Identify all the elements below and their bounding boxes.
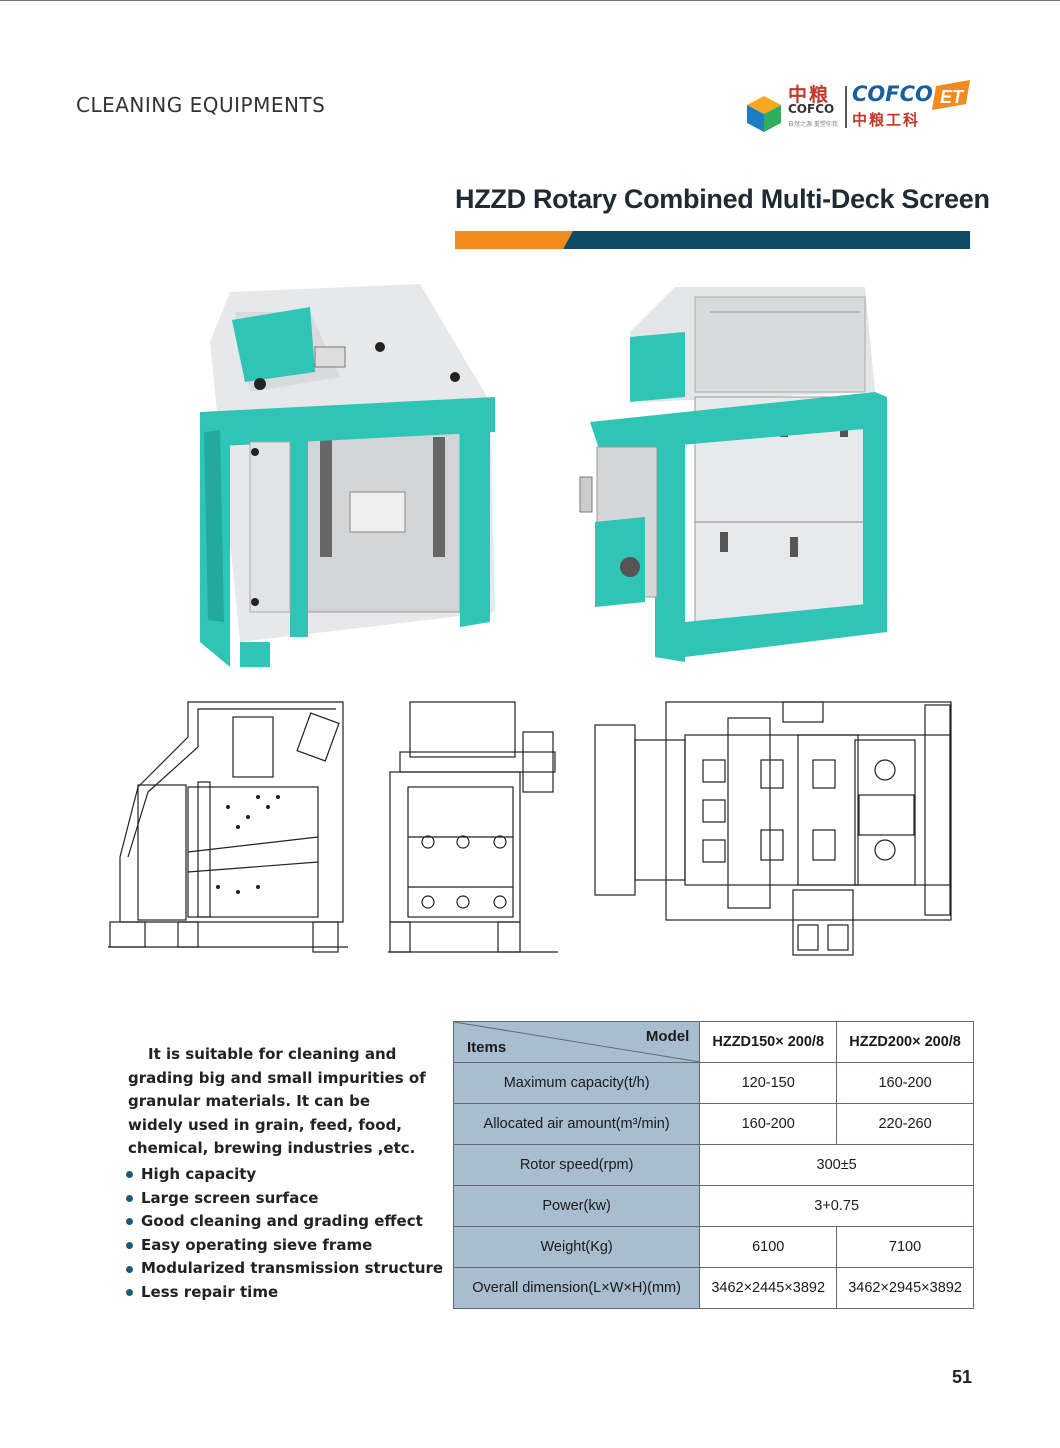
feature-item: Less repair time [126, 1281, 443, 1305]
model-name: HZZD150× 200/8 [699, 1021, 838, 1063]
description-text: It is suitable for cleaning and grading … [128, 1045, 426, 1157]
cell-value: 160-200 [836, 1062, 974, 1104]
row-label: Overall dimension(L×W×H)(mm) [452, 1267, 701, 1309]
spec-table: Items Model HZZD150× 200/8 HZZD200× 200/… [452, 1021, 974, 1309]
product-description: It is suitable for cleaning and grading … [128, 1043, 428, 1161]
logo-divider [845, 86, 847, 128]
page-number: 51 [952, 1367, 973, 1387]
table-row: Rotor speed(rpm) 300±5 [452, 1144, 974, 1186]
logo-chinese-right: 中粮工科 [852, 111, 921, 129]
product-title: HZZD Rotary Combined Multi-Deck Screen [455, 184, 990, 214]
side-view-drawing [108, 701, 348, 953]
logo-et-text: ET [940, 87, 965, 107]
table-row: Overall dimension(L×W×H)(mm) 3462×2445×3… [452, 1267, 974, 1309]
logo-slogan: 自然之源 重塑你我 [788, 121, 838, 128]
items-header: Items [467, 1039, 507, 1056]
bullet-icon [126, 1242, 133, 1250]
cell-value: 7100 [836, 1226, 974, 1268]
model-header: Model [645, 1028, 690, 1045]
feature-item: High capacity [126, 1163, 443, 1187]
bullet-icon [126, 1194, 133, 1202]
cofco-cube-icon [747, 96, 781, 132]
corner-diagonal [454, 1022, 700, 1062]
feature-item: Large screen surface [126, 1187, 443, 1211]
row-label: Maximum capacity(t/h) [452, 1062, 701, 1104]
row-label: Allocated air amount(m³/min) [452, 1103, 701, 1145]
cell-value: 3462×2445×3892 [699, 1267, 838, 1309]
feature-item: Good cleaning and grading effect [126, 1210, 443, 1234]
title-accent-bar [455, 231, 970, 249]
cell-value: 120-150 [699, 1062, 838, 1104]
bullet-icon [126, 1265, 133, 1273]
cell-value: 3462×2945×3892 [836, 1267, 974, 1309]
end-view-drawing [388, 701, 558, 953]
bullet-icon [126, 1218, 133, 1226]
table-header-row: Items Model HZZD150× 200/8 HZZD200× 200/… [452, 1021, 974, 1063]
logo-et-mark: ET [932, 80, 970, 110]
cell-value: 3+0.75 [699, 1185, 974, 1227]
logo-english-right: COFCO [852, 82, 933, 106]
bullet-icon [126, 1289, 133, 1297]
table-row: Power(kw) 3+0.75 [452, 1185, 974, 1227]
section-label: CLEANING EQUIPMENTS [76, 93, 326, 117]
row-label: Rotor speed(rpm) [452, 1144, 701, 1186]
bullet-icon [126, 1171, 133, 1179]
model-name: HZZD200× 200/8 [836, 1021, 974, 1063]
cell-value: 300±5 [699, 1144, 974, 1186]
cell-value: 160-200 [699, 1103, 838, 1145]
cell-value: 220-260 [836, 1103, 974, 1145]
row-label: Power(kw) [452, 1185, 701, 1227]
machine-photo-back [579, 287, 887, 662]
cell-value: 6100 [699, 1226, 838, 1268]
table-row: Maximum capacity(t/h) 120-150 160-200 [452, 1062, 974, 1104]
table-row: Weight(Kg) 6100 7100 [452, 1226, 974, 1268]
feature-item: Easy operating sieve frame [126, 1234, 443, 1258]
logo-english-left: COFCO [788, 102, 835, 116]
cofco-logo: 中粮 COFCO 自然之源 重塑你我 COFCO ET 中粮工科 [742, 80, 974, 138]
table-corner-cell: Items Model [452, 1021, 701, 1063]
feature-list: High capacity Large screen surface Good … [126, 1163, 443, 1305]
logo-chinese-left: 中粮 [788, 84, 831, 106]
row-label: Weight(Kg) [452, 1226, 701, 1268]
top-rule [0, 0, 1060, 1]
machine-photo-front [200, 284, 495, 667]
plan-view-drawing [594, 701, 952, 956]
feature-item: Modularized transmission structure [126, 1257, 443, 1281]
table-row: Allocated air amount(m³/min) 160-200 220… [452, 1103, 974, 1145]
